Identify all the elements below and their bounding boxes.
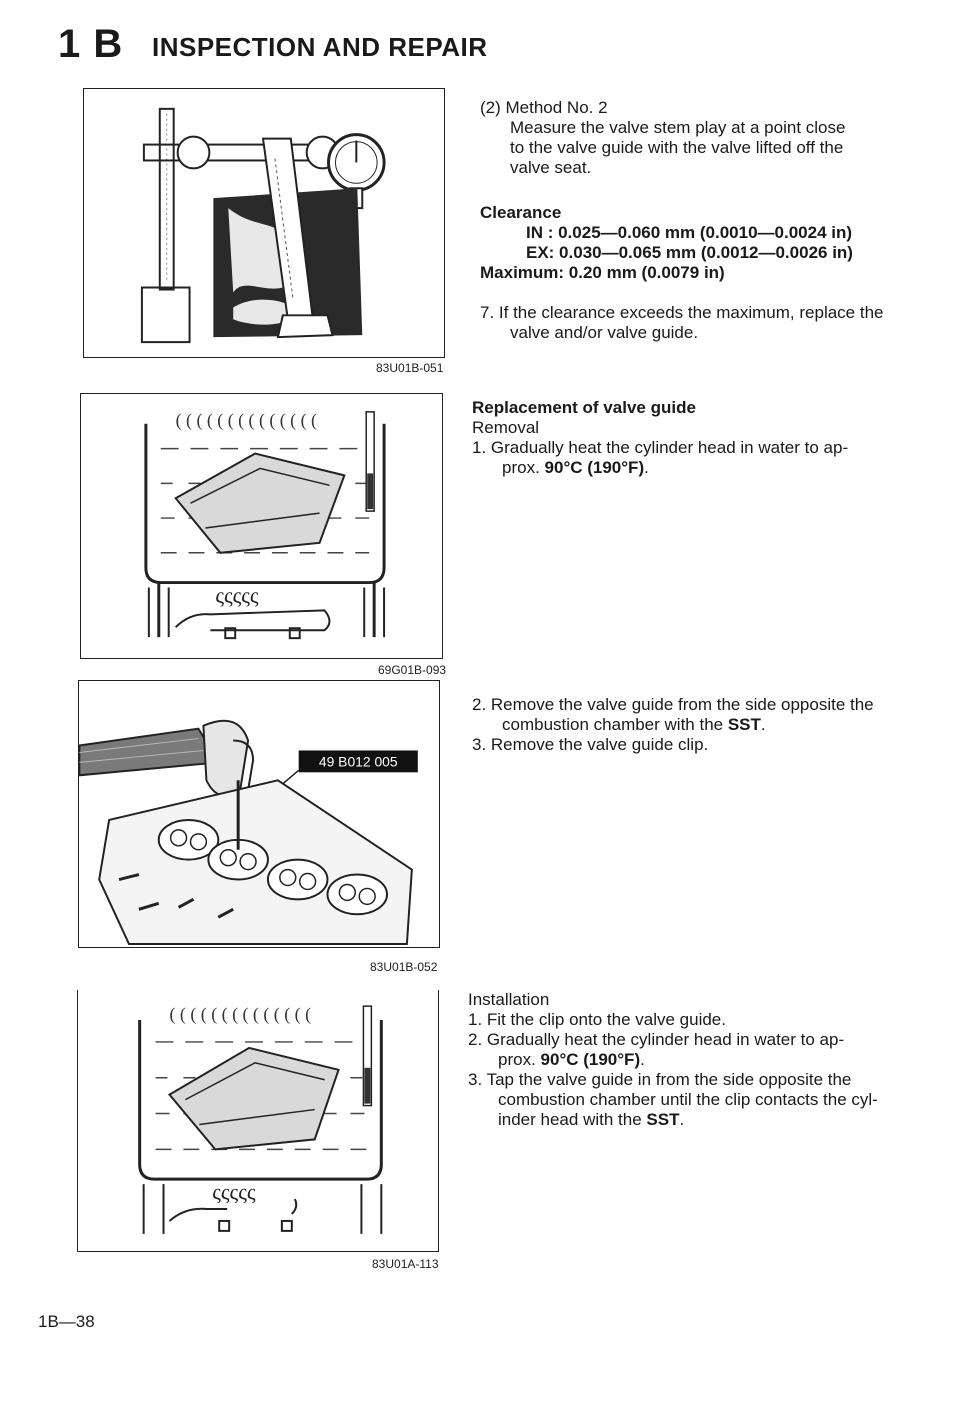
water-bath-installation-illustration: ( ( ( ( ( ( ( ( ( ( ( ( ( ( ςςςςς <box>138 1004 383 1234</box>
svg-text:ςςςςς: ςςςςς <box>215 583 259 607</box>
svg-text:( ( ( ( ( ( ( ( ( ( ( ( ( (: ( ( ( ( ( ( ( ( ( ( ( ( ( ( <box>169 1004 311 1025</box>
clearance-spec: Clearance IN : 0.025—0.060 mm (0.0010—0.… <box>480 203 910 283</box>
replacement-section: Replacement of valve guide Removal 1. Gr… <box>472 398 912 478</box>
figure-heating-installation: ( ( ( ( ( ( ( ( ( ( ( ( ( ( ςςςςς <box>77 990 439 1252</box>
removal-step-2-line: 2. Remove the valve guide from the side … <box>472 695 874 714</box>
clearance-intake: IN : 0.025—0.060 mm (0.0010—0.0024 in) <box>526 223 853 242</box>
step-7-line: valve and/or valve guide. <box>510 323 699 342</box>
svg-text:( ( ( ( ( ( ( ( ( ( ( ( ( (: ( ( ( ( ( ( ( ( ( ( ( ( ( ( <box>176 410 317 431</box>
figure-dial-indicator <box>83 88 445 358</box>
replacement-heading: Replacement of valve guide <box>472 398 696 417</box>
installation-step-2-line: 2. Gradually heat the cylinder head in w… <box>468 1030 845 1049</box>
clearance-maximum: Maximum: 0.20 mm (0.0079 in) <box>480 263 725 282</box>
method-2-heading: (2) Method No. 2 <box>480 98 608 117</box>
figure-caption: 69G01B-093 <box>378 663 447 677</box>
installation-section: Installation 1. Fit the clip onto the va… <box>468 990 908 1130</box>
clearance-exhaust: EX: 0.030—0.065 mm (0.0012—0.0026 in) <box>526 243 853 262</box>
page-number: 1B—38 <box>38 1312 95 1331</box>
method-2-line: to the valve guide with the valve lifted… <box>510 138 844 157</box>
removal-label: Removal <box>472 418 540 437</box>
removal-steps: 2. Remove the valve guide from the side … <box>472 695 912 755</box>
sst-label: SST <box>727 715 761 734</box>
svg-text:ςςςςς: ςςςςς <box>212 1180 256 1204</box>
sst-label: SST <box>646 1110 680 1129</box>
installation-step-3-line: inder head with the SST. <box>498 1110 685 1129</box>
method-2-line: valve seat. <box>510 158 592 177</box>
clearance-label: Clearance <box>480 203 562 222</box>
temperature-value: 90°C (190°F) <box>540 1050 641 1069</box>
method-2-line: Measure the valve stem play at a point c… <box>510 118 846 137</box>
dial-indicator-illustration <box>140 107 386 344</box>
step-7-line: 7. If the clearance exceeds the maximum,… <box>480 303 884 322</box>
section-number: 1 B <box>58 22 124 66</box>
tool-label: 49 B012 005 <box>319 753 398 769</box>
water-bath-illustration: ( ( ( ( ( ( ( ( ( ( ( ( ( ( ςςςςς <box>144 410 386 640</box>
method-2-section: (2) Method No. 2 Measure the valve stem … <box>480 98 900 178</box>
figure-caption: 83U01B-051 <box>376 361 444 375</box>
removal-step-1-line: 1. Gradually heat the cylinder head in w… <box>472 438 849 457</box>
removal-step-1-line: prox. 90°C (190°F). <box>502 458 649 477</box>
installation-step-2-line: prox. 90°C (190°F). <box>498 1050 645 1069</box>
step-7: 7. If the clearance exceeds the maximum,… <box>480 303 910 343</box>
installation-step-3-line: 3. Tap the valve guide in from the side … <box>468 1070 852 1089</box>
valve-guide-removal-illustration: 49 B012 005 <box>79 719 418 946</box>
tool-label-box <box>298 750 418 773</box>
page-title: INSPECTION AND REPAIR <box>152 32 488 62</box>
figure-heating-cylinder-head: ( ( ( ( ( ( ( ( ( ( ( ( ( ( ςςςςς <box>80 393 443 659</box>
installation-label: Installation <box>468 990 550 1009</box>
temperature-value: 90°C (190°F) <box>544 458 645 477</box>
removal-step-3: 3. Remove the valve guide clip. <box>472 735 709 754</box>
figure-remove-valve-guide: 49 B012 005 <box>78 680 440 948</box>
figure-caption: 83U01B-052 <box>370 960 438 974</box>
installation-step-1: 1. Fit the clip onto the valve guide. <box>468 1010 726 1029</box>
removal-step-2-line: combustion chamber with the SST. <box>502 715 766 734</box>
figure-caption: 83U01A-113 <box>372 1257 439 1271</box>
installation-step-3-line: combustion chamber until the clip contac… <box>498 1090 878 1109</box>
